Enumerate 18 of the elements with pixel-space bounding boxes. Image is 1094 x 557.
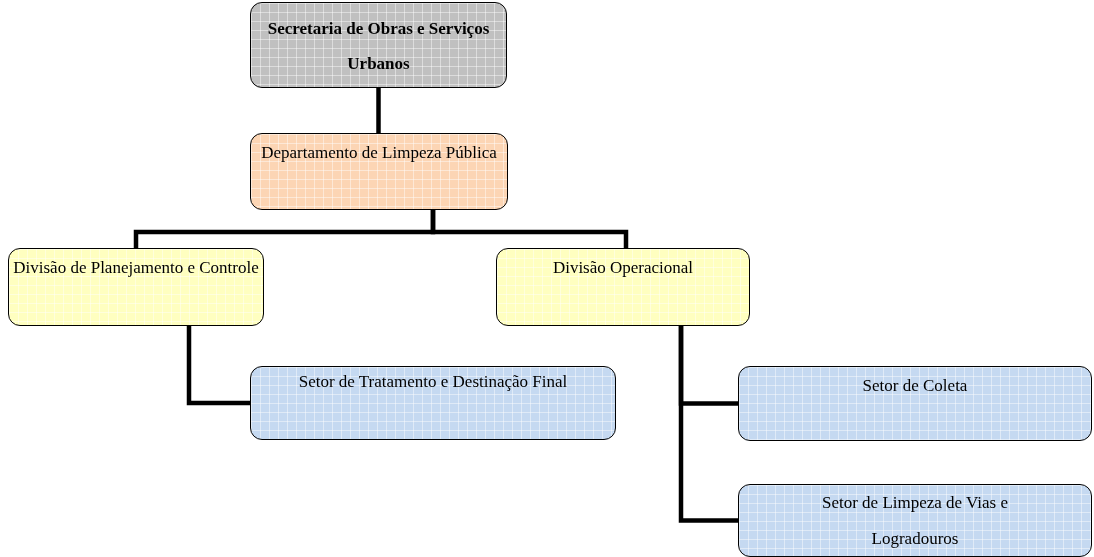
unit-name: Divisão Operacional (552, 257, 694, 279)
unit-name: Setor de Limpeza de Vias e Logradouros (820, 492, 1010, 550)
org-box (250, 366, 616, 440)
unit-name: Setor de Tratamento e Destinação Final (298, 371, 568, 393)
org-box (496, 248, 750, 326)
org-box (8, 248, 264, 326)
unit-name: Setor de Coleta (862, 375, 968, 397)
unit-name: Divisão de Planejamento e Controle (13, 257, 259, 279)
org-box (738, 366, 1092, 441)
connector-line (678, 326, 738, 523)
org-box (738, 484, 1092, 557)
unit-name: Secretaria de Obras e Serviços Urbanos (266, 18, 491, 75)
connector-line (186, 326, 250, 406)
unit-name: Departamento de Limpeza Pública (261, 142, 497, 164)
connector-line (376, 88, 381, 133)
connector-line (430, 210, 629, 248)
org-box (250, 133, 508, 210)
org-box (250, 2, 507, 88)
